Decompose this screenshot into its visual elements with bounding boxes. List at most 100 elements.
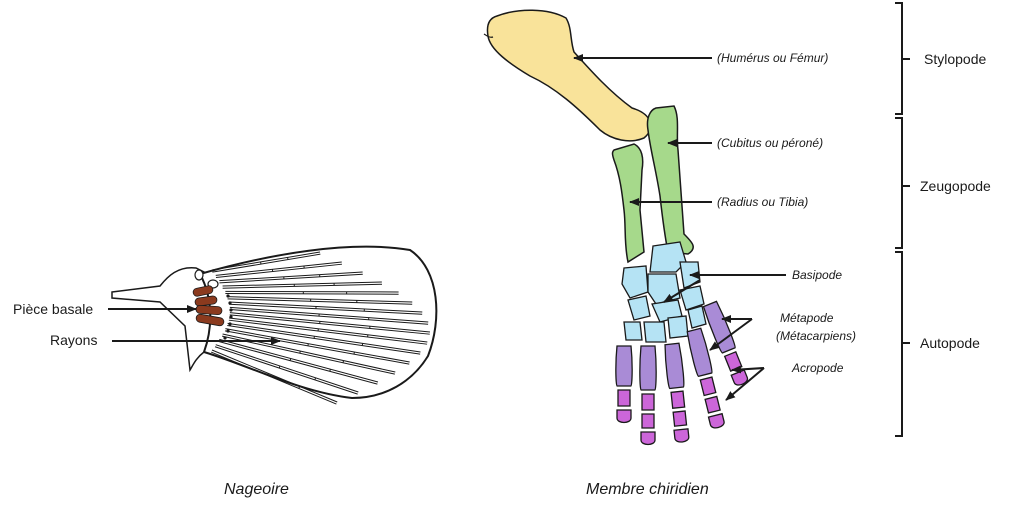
fin-ray	[227, 322, 421, 353]
limb-drawing	[483, 9, 749, 446]
digit	[664, 342, 690, 443]
digit	[615, 345, 633, 424]
fin-ray	[210, 351, 337, 405]
phalanx	[730, 369, 749, 386]
digit	[686, 327, 725, 429]
fin-ray	[221, 335, 395, 375]
section-stylopode: Stylopode	[924, 51, 986, 67]
fin-ray	[219, 338, 379, 383]
fin-ray-segment	[329, 369, 331, 372]
humerus-edge-detail	[483, 33, 494, 38]
fin-ray	[229, 314, 430, 335]
digit	[702, 300, 749, 386]
carpal	[679, 285, 705, 311]
metacarpal	[664, 342, 685, 390]
arrow-basipode-2	[663, 279, 701, 303]
caption-fin: Nageoire	[224, 481, 289, 498]
arrow-metapode-2	[709, 318, 753, 351]
fin-ray-segment	[314, 377, 317, 381]
fin-ray	[219, 271, 363, 282]
phalanx	[673, 428, 690, 443]
fin-ray	[229, 309, 429, 325]
fin-ray	[211, 349, 338, 403]
metacarpal	[686, 327, 713, 377]
phalanx	[617, 389, 631, 407]
section-autopode: Autopode	[920, 335, 980, 351]
fin-ray	[227, 296, 413, 303]
carpal	[621, 265, 649, 299]
fin-ray-segment	[298, 386, 301, 389]
humerus-bone	[486, 9, 652, 142]
phalanx	[704, 395, 721, 414]
basal-pieces	[192, 285, 225, 327]
cubitus-bone	[646, 105, 694, 255]
label-metapode: Métapode	[780, 311, 834, 325]
basal-piece	[192, 285, 214, 297]
fin-ray	[214, 346, 358, 395]
fin-ray	[224, 330, 410, 365]
arrow-acropode-2	[725, 367, 765, 401]
basipode-bones	[621, 241, 707, 343]
label-humerus: (Humérus ou Fémur)	[717, 51, 828, 65]
phalanx	[707, 412, 725, 429]
fin-ray	[225, 328, 410, 363]
fin-ray	[219, 273, 363, 284]
label-rays: Rayons	[50, 332, 97, 348]
label-radius: (Radius ou Tibia)	[717, 195, 808, 209]
fin-ray	[229, 317, 428, 343]
fin-ray-segment	[289, 358, 292, 361]
fin-ray	[229, 301, 423, 313]
label-metacarpiens: (Métacarpiens)	[776, 329, 856, 343]
fin-ray-segment	[278, 365, 281, 369]
label-cubitus: (Cubitus ou péroné)	[717, 136, 823, 150]
metacarpal	[615, 345, 633, 387]
fin-ray	[212, 253, 321, 273]
fin-rays	[210, 251, 431, 405]
digit	[639, 345, 657, 446]
fin-ray	[218, 340, 378, 385]
arrow-acropode-1	[731, 365, 765, 374]
fin-ray	[222, 281, 382, 287]
radius-bone	[611, 143, 645, 264]
fin-ray	[228, 319, 428, 345]
fin-ray	[229, 306, 429, 323]
phalanx	[616, 409, 632, 424]
fin-ray	[227, 325, 421, 355]
basal-piece	[195, 313, 225, 327]
bracket-autopode	[895, 251, 903, 437]
carpal	[687, 305, 707, 329]
carpal	[623, 321, 643, 341]
label-acropode: Acropode	[791, 361, 844, 375]
fin-ray	[215, 344, 359, 393]
fin-ray	[215, 261, 342, 276]
fin-drawing	[111, 245, 438, 405]
fin-ray	[227, 298, 413, 305]
fin-ray	[229, 312, 431, 333]
fin-ray	[225, 293, 399, 295]
fin-radial-dots	[223, 294, 233, 340]
carpal	[627, 295, 651, 321]
phalanx	[670, 390, 686, 409]
fin-ray-segment	[267, 373, 269, 376]
section-brackets	[895, 2, 910, 437]
metacarpal	[702, 300, 736, 354]
fin-ray	[222, 283, 382, 289]
bracket-zeugopode	[895, 117, 903, 249]
label-basal-piece: Pièce basale	[13, 301, 93, 317]
phalanx	[672, 410, 688, 427]
carpal	[643, 321, 667, 343]
fin-ray	[225, 290, 399, 293]
fin-radial	[194, 269, 204, 281]
fin-ray	[215, 263, 343, 279]
phalanx	[723, 350, 743, 372]
phalanx	[699, 376, 717, 397]
basal-piece	[194, 295, 218, 307]
section-zeugopode: Zeugopode	[920, 178, 991, 194]
fin-ray	[228, 303, 423, 315]
phalanx	[641, 413, 655, 429]
fin-ray	[211, 251, 321, 271]
carpal	[647, 273, 681, 305]
bracket-stylopode	[895, 2, 903, 115]
digits	[615, 300, 749, 446]
phalanx	[641, 393, 655, 411]
